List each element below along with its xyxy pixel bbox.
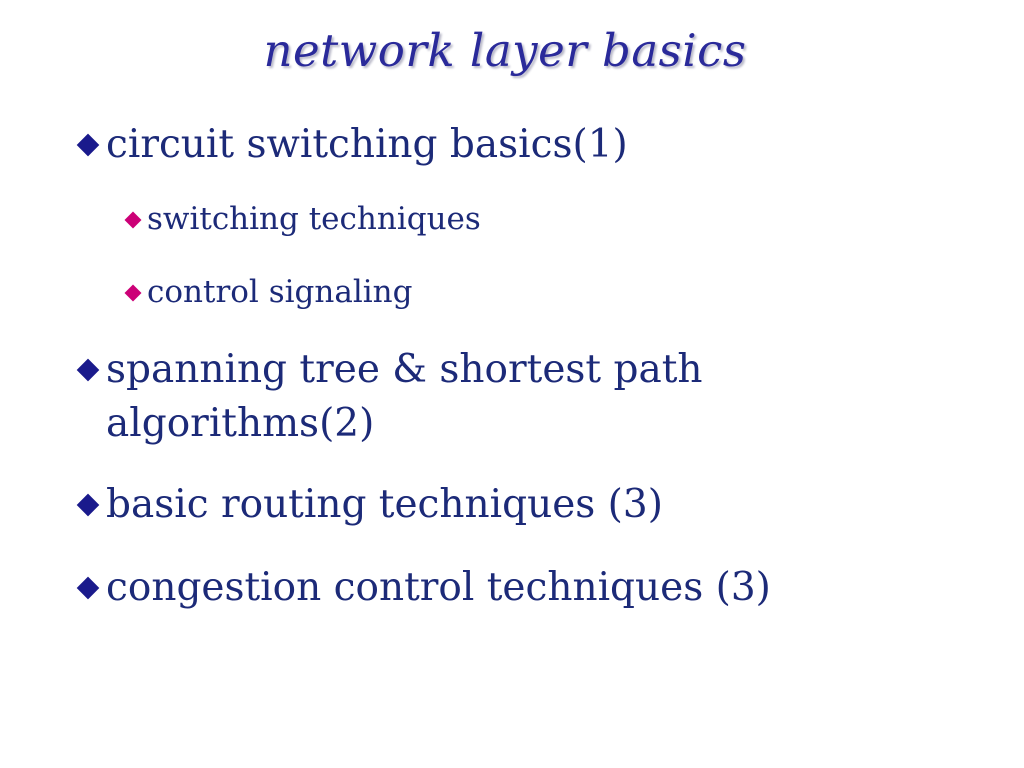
diamond-bullet-icon: [76, 133, 100, 157]
bullet-item: circuit switching basics(1): [76, 118, 628, 172]
diamond-bullet-icon: [76, 576, 100, 600]
diamond-bullet-icon: [76, 493, 100, 517]
bullet-item: spanning tree & shortest path algorithms…: [76, 343, 726, 451]
diamond-bullet-icon: [124, 284, 142, 302]
bullet-text: congestion control techniques (3): [106, 565, 771, 610]
bullet-item: basic routing techniques (3): [76, 478, 663, 532]
bullet-text: circuit switching basics(1): [106, 122, 628, 167]
sub-bullet-item: switching techniques: [124, 199, 481, 239]
bullet-text: control signaling: [147, 274, 413, 310]
sub-bullet-item: control signaling: [124, 272, 412, 312]
diamond-bullet-icon: [76, 358, 100, 382]
bullet-text: switching techniques: [147, 201, 481, 237]
diamond-bullet-icon: [124, 211, 142, 229]
bullet-item: congestion control techniques (3): [76, 561, 771, 615]
bullet-text: basic routing techniques (3): [106, 482, 663, 527]
bullet-text: spanning tree & shortest path algorithms…: [106, 347, 703, 446]
slide-title: network layer basics: [263, 24, 747, 77]
